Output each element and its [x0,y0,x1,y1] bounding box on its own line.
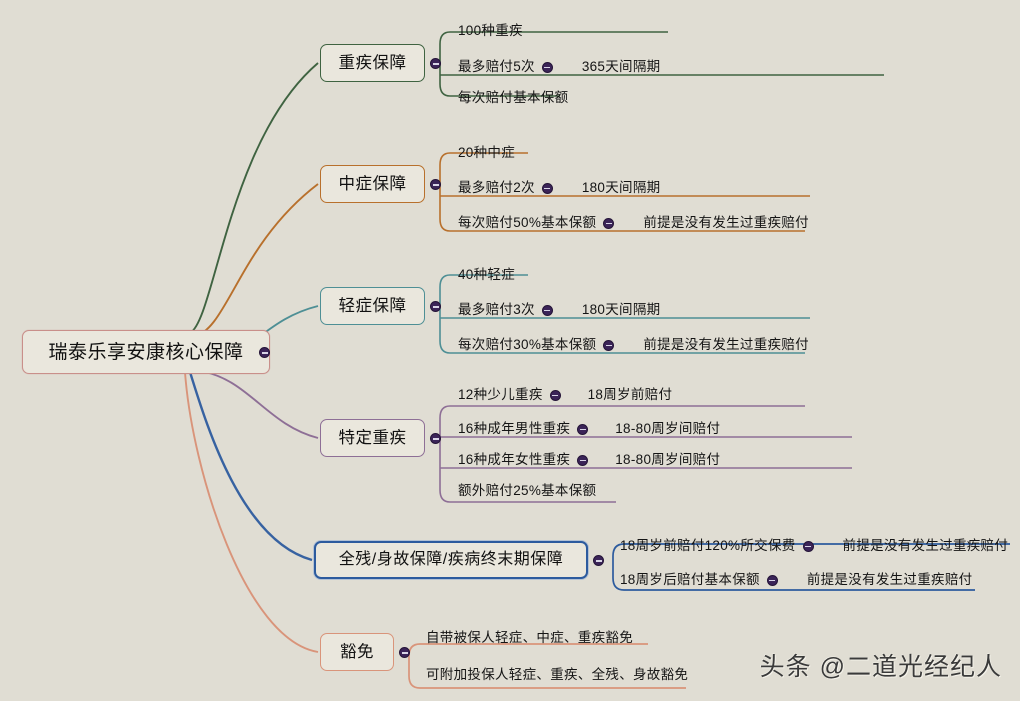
branch-node-quancan-label: 全残/身故保障/疾病终末期保障 [338,551,564,568]
watermark-text: 头条 @二道光经纪人 [759,653,1002,681]
leaf-item[interactable]: 最多赔付2次 180天间隔期 [458,178,660,198]
branch-zhongzheng-collapse-icon[interactable] [430,179,441,190]
leaf-collapse-icon[interactable] [577,454,589,466]
branch-quancan-collapse-icon[interactable] [593,555,604,566]
branch-node-teding-label: 特定重疾 [338,428,407,447]
leaf-note: 18周岁前赔付 [587,387,673,403]
leaf-collapse-icon[interactable] [603,339,615,351]
branch-node-zhongzheng-label: 中症保障 [338,174,407,193]
leaf-text: 18周岁前赔付120%所交保费 [620,538,796,554]
leaf-note: 180天间隔期 [581,180,661,196]
leaf-collapse-icon[interactable] [577,423,589,435]
leaf-item[interactable]: 16种成年女性重疾 18-80周岁间赔付 [458,450,720,470]
leaf-item[interactable]: 100种重疾 [458,21,523,41]
leaf-text: 自带被保人轻症、中症、重疾豁免 [426,630,633,646]
leaf-note: 18-80周岁间赔付 [615,421,721,437]
leaf-collapse-icon[interactable] [766,574,778,586]
branch-node-zhongji-label: 重疾保障 [338,53,407,72]
leaf-note: 365天间隔期 [581,59,661,75]
branch-zhongji-collapse-icon[interactable] [430,58,441,69]
leaf-item[interactable]: 18周岁前赔付120%所交保费 前提是没有发生过重疾赔付 [620,536,1008,556]
leaf-item[interactable]: 自带被保人轻症、中症、重疾豁免 [426,628,633,648]
branch-node-huomian-label: 豁免 [340,642,374,661]
leaf-text: 每次赔付30%基本保额 [458,337,597,353]
branch-qingzheng-collapse-icon[interactable] [430,301,441,312]
leaf-item[interactable]: 每次赔付50%基本保额 前提是没有发生过重疾赔付 [458,213,809,233]
branch-node-qingzheng[interactable]: 轻症保障 [320,287,425,325]
leaf-text: 最多赔付2次 [458,180,535,196]
root-node-label: 瑞泰乐享安康核心保障 [48,341,244,363]
leaf-item[interactable]: 最多赔付5次 365天间隔期 [458,57,660,77]
leaf-text: 最多赔付5次 [458,59,535,75]
branch-huomian-collapse-icon[interactable] [399,647,410,658]
leaf-item[interactable]: 可附加投保人轻症、重疾、全残、身故豁免 [426,665,688,685]
leaf-text: 40种轻症 [458,267,516,283]
leaf-text: 最多赔付3次 [458,302,535,318]
branch-teding-collapse-icon[interactable] [430,433,441,444]
leaf-collapse-icon[interactable] [541,304,553,316]
leaf-item[interactable]: 每次赔付基本保额 [458,88,568,108]
leaf-collapse-icon[interactable] [541,61,553,73]
leaf-note: 180天间隔期 [581,302,661,318]
leaf-text: 12种少儿重疾 [458,387,543,403]
leaf-text: 16种成年男性重疾 [458,421,571,437]
leaf-item[interactable]: 每次赔付30%基本保额 前提是没有发生过重疾赔付 [458,335,809,355]
branch-node-zhongji[interactable]: 重疾保障 [320,44,425,82]
branch-node-qingzheng-label: 轻症保障 [338,296,407,315]
leaf-text: 20种中症 [458,145,516,161]
leaf-note: 前提是没有发生过重疾赔付 [806,572,973,588]
leaf-item[interactable]: 12种少儿重疾 18周岁前赔付 [458,385,672,405]
leaf-collapse-icon[interactable] [802,540,814,552]
branch-node-zhongzheng[interactable]: 中症保障 [320,165,425,203]
leaf-item[interactable]: 40种轻症 [458,265,515,285]
leaf-item[interactable]: 额外赔付25%基本保额 [458,481,596,501]
leaf-text: 额外赔付25%基本保额 [458,483,597,499]
leaf-note: 前提是没有发生过重疾赔付 [643,215,809,231]
leaf-text: 100种重疾 [458,23,523,39]
leaf-text: 16种成年女性重疾 [458,452,571,468]
leaf-note: 前提是没有发生过重疾赔付 [842,538,1009,554]
leaf-item[interactable]: 最多赔付3次 180天间隔期 [458,300,660,320]
root-collapse-icon[interactable] [259,347,270,358]
leaf-collapse-icon[interactable] [603,217,615,229]
branch-node-huomian[interactable]: 豁免 [320,633,394,671]
leaf-collapse-icon[interactable] [549,389,561,401]
leaf-note: 前提是没有发生过重疾赔付 [643,337,809,353]
leaf-item[interactable]: 16种成年男性重疾 18-80周岁间赔付 [458,419,720,439]
leaf-text: 每次赔付50%基本保额 [458,215,597,231]
leaf-item[interactable]: 20种中症 [458,143,515,163]
branch-node-teding[interactable]: 特定重疾 [320,419,425,457]
leaf-text: 18周岁后赔付基本保额 [620,572,760,588]
branch-node-quancan[interactable]: 全残/身故保障/疾病终末期保障 [314,541,588,579]
root-node[interactable]: 瑞泰乐享安康核心保障 [22,330,270,374]
leaf-text: 可附加投保人轻症、重疾、全残、身故豁免 [426,667,689,683]
leaf-item[interactable]: 18周岁后赔付基本保额 前提是没有发生过重疾赔付 [620,570,972,590]
leaf-collapse-icon[interactable] [541,182,553,194]
leaf-text: 每次赔付基本保额 [458,90,569,106]
leaf-note: 18-80周岁间赔付 [615,452,721,468]
